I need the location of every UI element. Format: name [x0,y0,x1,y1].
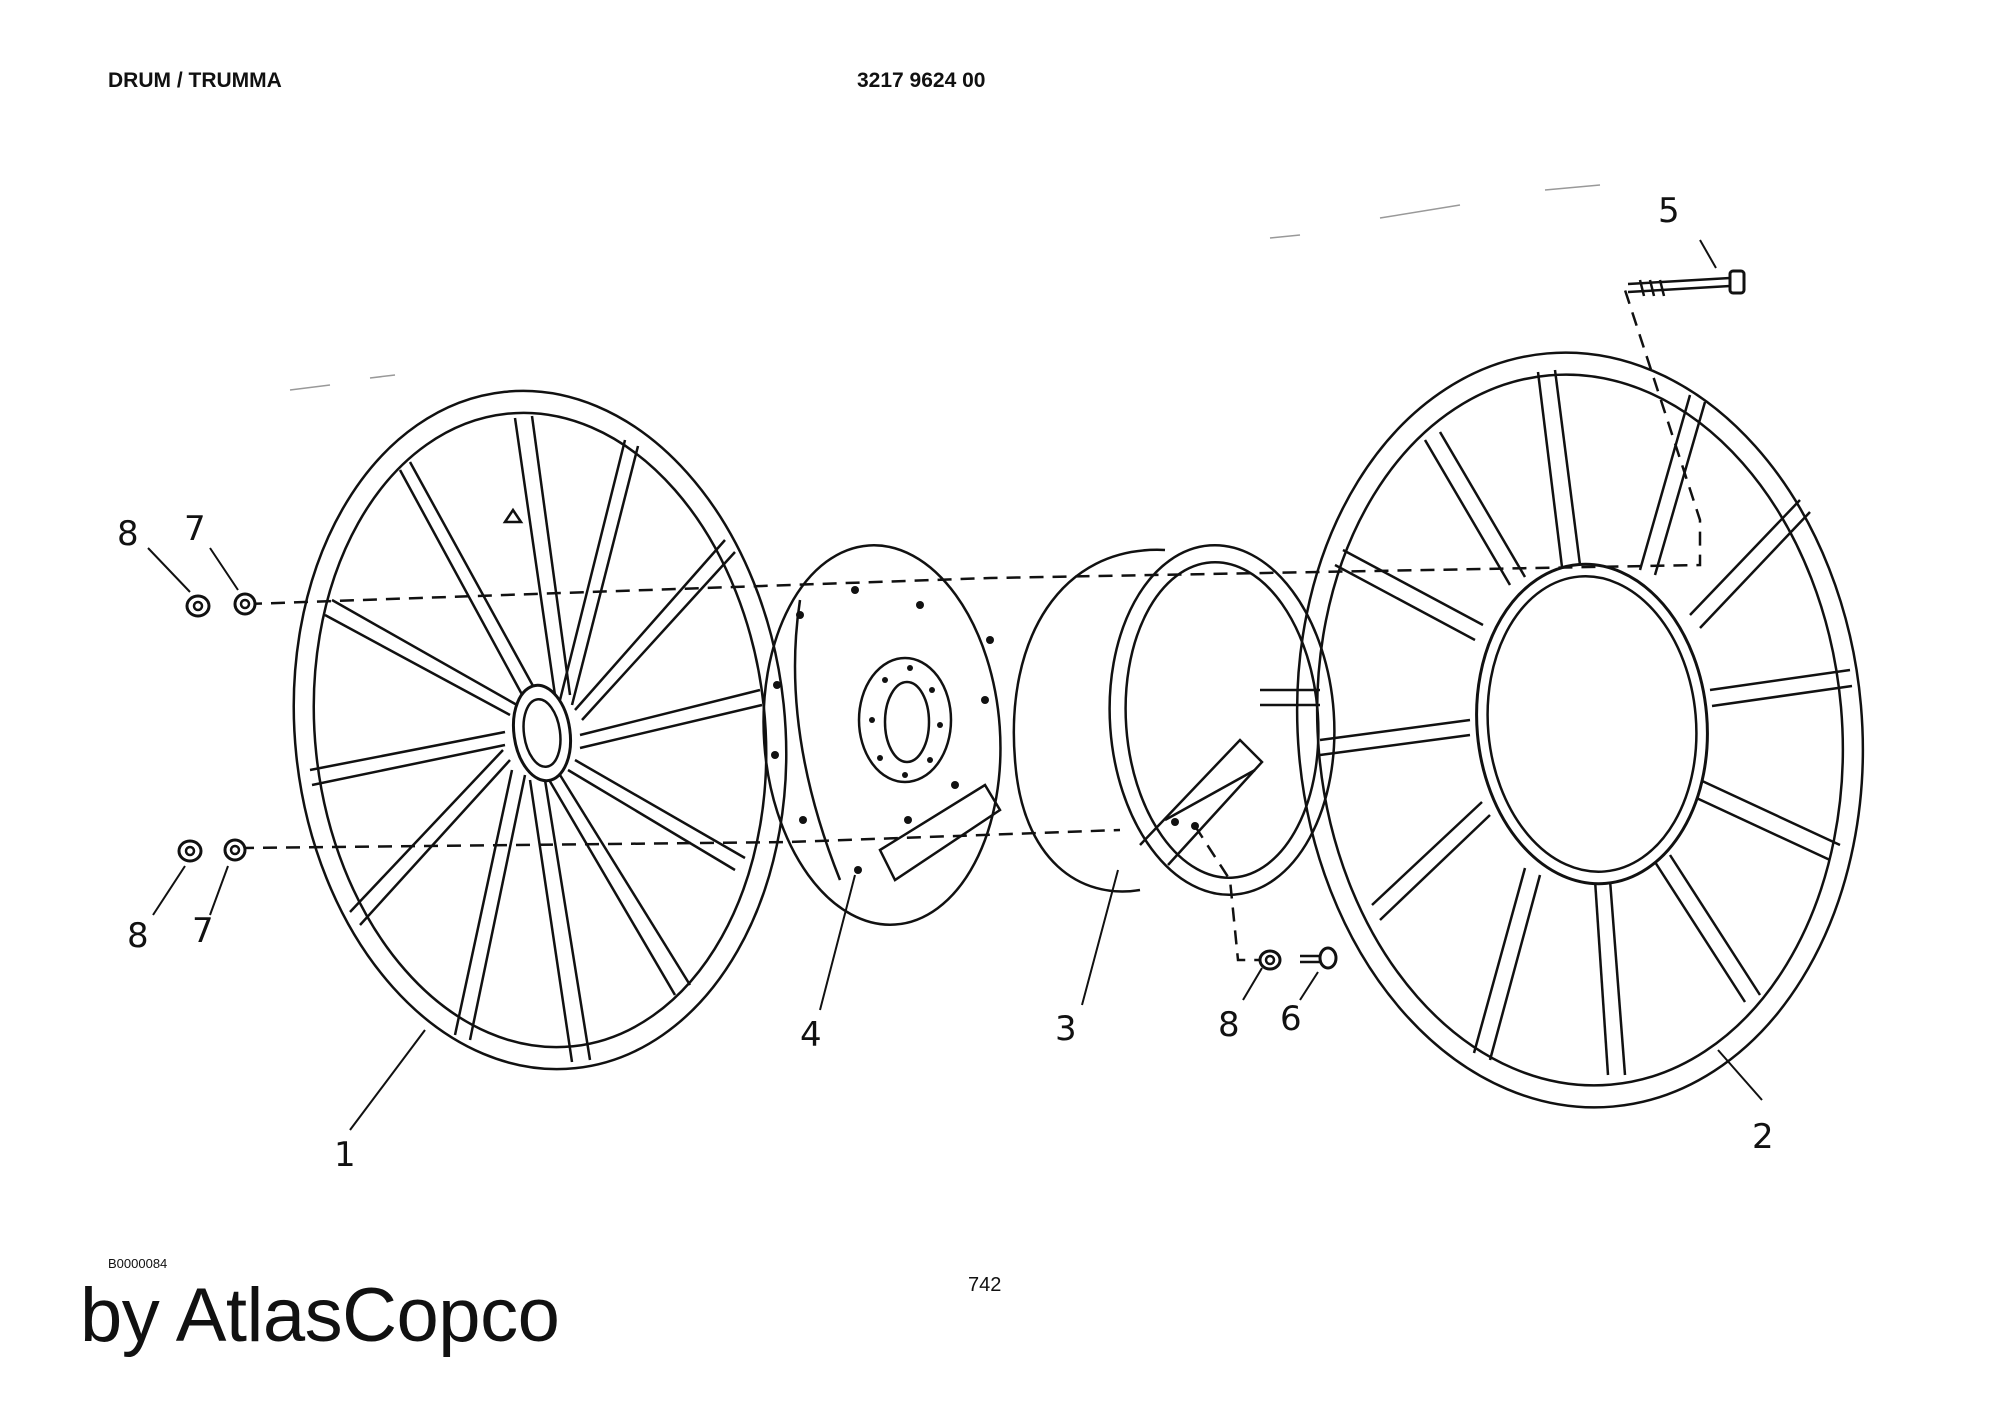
callout-nut-lower: 8 [127,916,149,956]
bolt-top [1627,269,1746,297]
right-flange-spokes [1319,369,1853,1076]
callout-bolt-bottom: 6 [1280,999,1302,1039]
hub-plate-holes [771,586,994,874]
leader-lines [147,239,1763,1131]
left-flange-spokes [309,415,763,1063]
right-flange-wheel [1295,351,1865,1109]
callout-washer-upper: 7 [184,509,206,549]
part-number: 3217 9624 00 [857,69,986,92]
callout-hub-plate: 4 [800,1015,822,1055]
drawing-title: DRUM / TRUMMA [108,69,282,92]
drawing-code: B0000084 [108,1256,168,1271]
callout-washer-lower: 7 [192,911,214,951]
callout-nut-bottom: 8 [1218,1005,1240,1045]
assembly-dash-lines [239,289,1702,962]
hub-plate [762,544,1002,926]
drum-shell [1012,544,1336,896]
callout-right-flange: 2 [1752,1117,1774,1157]
callout-bolt-top: 5 [1658,191,1680,231]
callout-nut-upper: 8 [117,514,139,554]
left-flange-wheel [292,389,788,1071]
nut-lower [177,839,203,863]
washer-lower [223,838,247,862]
callout-left-flange: 1 [334,1135,356,1175]
callout-drum-shell: 3 [1055,1009,1077,1049]
bolt-bottom [1300,946,1338,970]
washer-upper [233,592,257,616]
nut-upper [185,594,211,618]
brand-watermark: by AtlasCopco [80,1273,560,1358]
scan-artifacts [289,184,1601,391]
page-number: 742 [968,1274,1002,1296]
callout-labels: 8 7 8 7 1 4 3 8 6 5 2 [117,191,1774,1175]
nut-bottom [1258,949,1282,971]
